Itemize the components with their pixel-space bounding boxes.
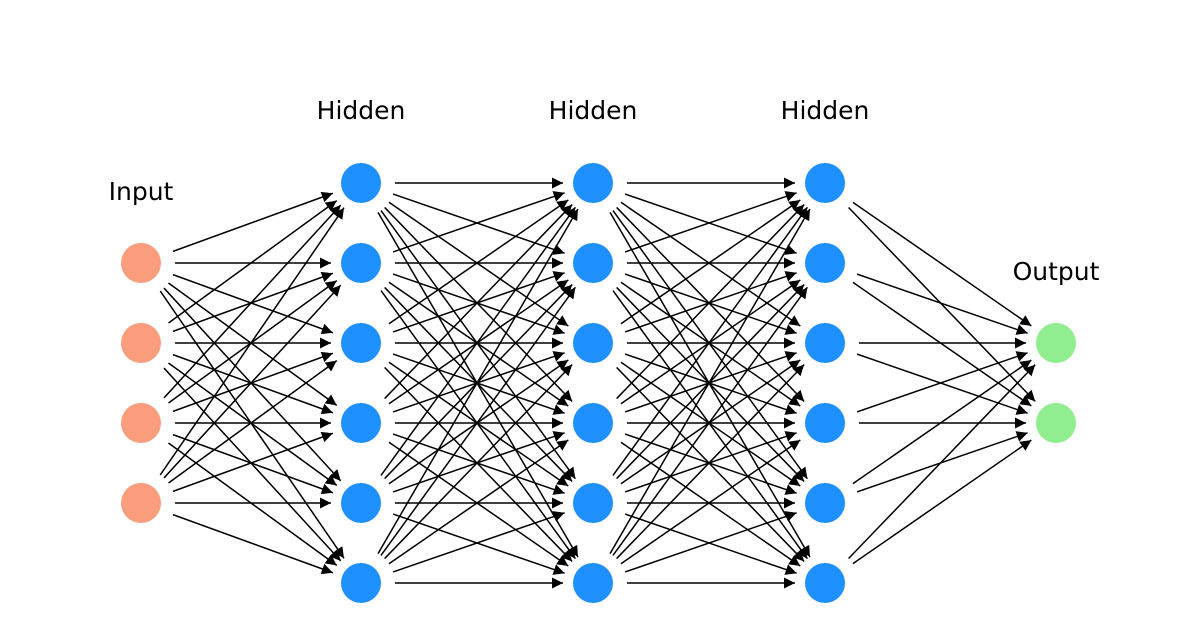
layer-label-hidden-1: Hidden <box>317 96 406 125</box>
connection-arrow-l3-1-to-1 <box>852 281 1032 407</box>
connection-arrow-l1-4-to-3 <box>392 431 565 493</box>
neuron-layer2-node5 <box>573 563 613 603</box>
connection-arrow-l2-5-to-1 <box>612 286 808 556</box>
neuron-layer4-node1 <box>1036 403 1076 443</box>
neuron-layer3-node2 <box>805 323 845 363</box>
connection-arrow-l2-5-to-2 <box>616 364 805 560</box>
connection-arrow-l3-0-to-0 <box>852 201 1032 327</box>
connection-arrow-l3-2-to-1 <box>856 353 1028 415</box>
connection-arrow-l2-4-to-3 <box>624 431 797 493</box>
connection-arrow-l2-0-to-1 <box>624 193 797 255</box>
neurons <box>121 163 1076 603</box>
connection-arrow-l2-4-to-0 <box>612 206 808 476</box>
layer-label-hidden-2: Hidden <box>549 96 638 125</box>
connection-arrow-l3-5-to-1 <box>852 439 1032 565</box>
connection-arrow-l2-3-to-4 <box>624 433 797 495</box>
neuron-layer1-node2 <box>341 323 381 363</box>
connection-arrow-l0-3-to-0 <box>159 207 345 476</box>
connection-arrow-l2-5-to-4 <box>624 511 797 573</box>
neuron-layer1-node4 <box>341 483 381 523</box>
neuron-layer0-node0 <box>121 243 161 283</box>
neuron-layer3-node5 <box>805 563 845 603</box>
connection-arrow-l0-1-to-5 <box>163 367 342 562</box>
connection-arrow-l1-2-to-0 <box>388 199 569 325</box>
connection-arrow-l2-3-to-0 <box>616 204 805 400</box>
connection-arrow-l1-5-to-3 <box>388 439 569 565</box>
neuron-layer1-node3 <box>341 403 381 443</box>
connection-arrow-l1-1-to-0 <box>392 191 565 253</box>
connection-arrow-l3-4-to-0 <box>852 359 1032 485</box>
connection-arrow-l2-5-to-0 <box>609 208 811 554</box>
connection-arrow-l1-5-to-4 <box>392 511 565 573</box>
connection-arrow-l3-0-to-1 <box>848 206 1036 402</box>
connection-arrow-l0-3-to-5 <box>172 513 334 575</box>
connection-arrow-l1-1-to-2 <box>392 273 565 335</box>
layer-label-input: Input <box>109 177 174 206</box>
neuron-layer2-node2 <box>573 323 613 363</box>
neuron-layer1-node5 <box>341 563 381 603</box>
connection-arrow-l2-1-to-0 <box>624 191 797 253</box>
neuron-layer3-node4 <box>805 483 845 523</box>
connection-arrow-l2-2-to-5 <box>616 366 805 562</box>
connection-arrow-l3-1-to-0 <box>856 273 1028 335</box>
connection-arrow-l1-3-to-4 <box>392 433 565 495</box>
connection-arrow-l2-0-to-2 <box>620 201 801 327</box>
neuron-layer2-node4 <box>573 483 613 523</box>
layer-labels: Input Hidden Hidden Hidden Output <box>109 96 1100 286</box>
layer-label-output: Output <box>1013 257 1100 286</box>
connection-arrow-l0-1-to-0 <box>168 200 338 324</box>
connection-arrow-l1-3-to-2 <box>392 351 565 413</box>
connection-arrow-l2-2-to-0 <box>620 199 801 325</box>
connection-arrow-l0-2-to-5 <box>168 442 338 566</box>
connection-arrow-l2-5-to-3 <box>620 439 801 565</box>
neuron-layer0-node1 <box>121 323 161 363</box>
connection-arrow-l2-3-to-2 <box>624 351 797 413</box>
connection-arrow-l3-4-to-1 <box>856 431 1028 493</box>
connection-arrow-l0-3-to-1 <box>163 284 342 479</box>
connection-arrow-l0-3-to-2 <box>168 360 338 484</box>
connection-arrow-l0-2-to-2 <box>172 351 334 413</box>
connection-arrow-l2-1-to-4 <box>616 286 805 482</box>
neuron-layer2-node1 <box>573 243 613 283</box>
connection-arrow-l1-0-to-1 <box>392 193 565 255</box>
connection-arrow-l1-4-to-5 <box>392 513 565 575</box>
connection-arrow-l2-2-to-3 <box>624 353 797 415</box>
connection-arrow-l1-0-to-3 <box>384 206 573 402</box>
neuron-layer3-node0 <box>805 163 845 203</box>
connection-arrow-l0-0-to-0 <box>172 191 334 253</box>
connection-arrow-l1-5-to-2 <box>384 364 573 560</box>
connection-arrow-l2-4-to-5 <box>624 513 797 575</box>
connection-arrow-l1-2-to-3 <box>392 353 565 415</box>
neuron-layer2-node3 <box>573 403 613 443</box>
connection-arrow-l1-4-to-0 <box>380 206 576 476</box>
neuron-layer1-node0 <box>341 163 381 203</box>
neuron-layer0-node3 <box>121 483 161 523</box>
connection-arrow-l0-1-to-1 <box>172 271 334 333</box>
connection-arrow-l2-0-to-3 <box>616 206 805 402</box>
connection-arrow-l3-5-to-0 <box>848 364 1036 560</box>
connection-arrow-l3-3-to-0 <box>856 351 1028 413</box>
connection-arrow-l1-3-to-0 <box>384 204 573 400</box>
neuron-layer0-node2 <box>121 403 161 443</box>
connection-arrow-l1-1-to-4 <box>384 286 573 482</box>
layer-label-hidden-3: Hidden <box>781 96 870 125</box>
connection-arrow-l0-2-to-4 <box>172 433 334 495</box>
neuron-layer3-node1 <box>805 243 845 283</box>
connection-arrow-l0-1-to-3 <box>172 353 334 415</box>
connections <box>159 177 1036 589</box>
connection-arrow-l0-0-to-4 <box>163 287 342 482</box>
connection-arrow-l2-1-to-2 <box>624 273 797 335</box>
neuron-layer1-node1 <box>341 243 381 283</box>
connection-arrow-l1-0-to-2 <box>388 201 569 327</box>
connection-arrow-l1-2-to-5 <box>384 366 573 562</box>
neuron-layer4-node0 <box>1036 323 1076 363</box>
neuron-layer2-node0 <box>573 163 613 203</box>
connection-arrow-l0-3-to-3 <box>172 431 334 493</box>
connection-arrow-l1-5-to-0 <box>377 208 579 554</box>
neuron-layer3-node3 <box>805 403 845 443</box>
connection-arrow-l0-2-to-0 <box>163 204 342 399</box>
connection-arrow-l1-5-to-1 <box>380 286 576 556</box>
